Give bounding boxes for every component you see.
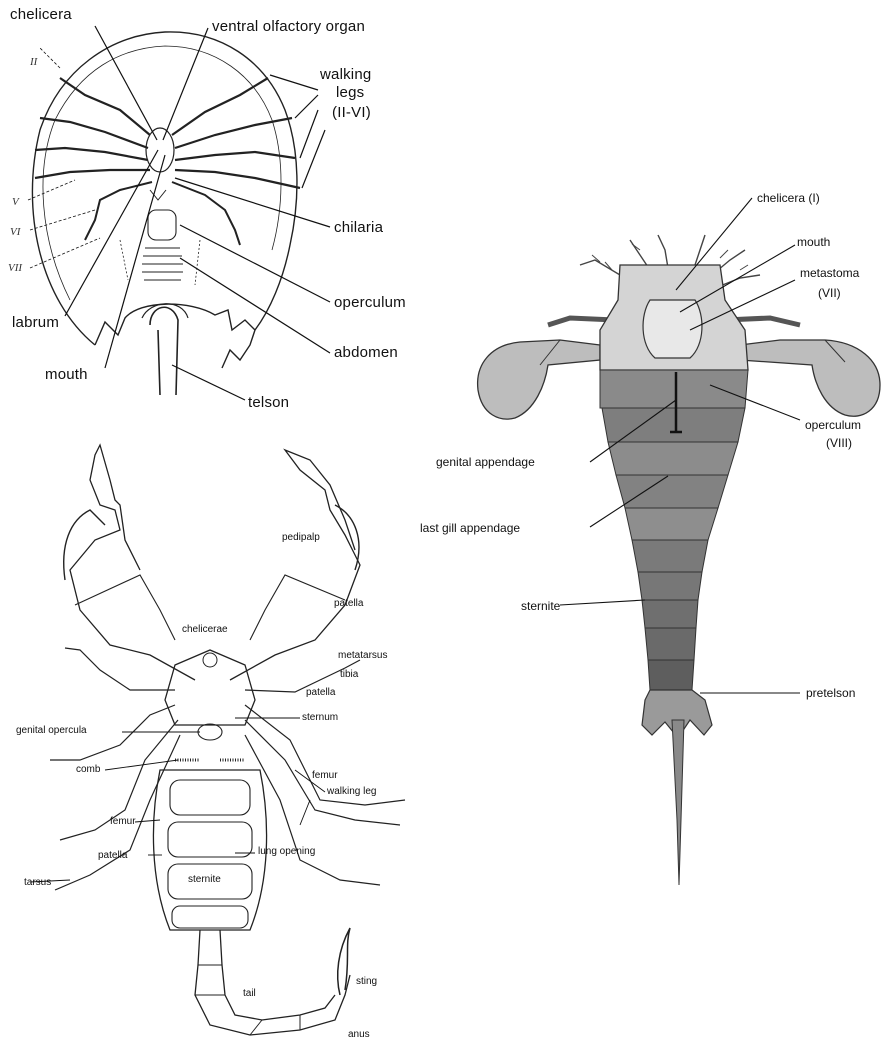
label-eury-chelicera: chelicera (I) (757, 191, 820, 205)
eurypterid-segment-3 (608, 442, 738, 475)
label-walking: walking (320, 66, 371, 83)
label-labrum: labrum (12, 314, 59, 331)
limulus-drawing (32, 32, 300, 395)
label-ventral-olfactory-organ: ventral olfactory organ (212, 18, 365, 35)
limulus-leg-left-5 (85, 182, 152, 240)
eurypterid-paddle-left (478, 340, 600, 419)
label-metastoma-num: (VII) (818, 286, 841, 300)
label-eury-operculum: operculum (805, 418, 861, 432)
limulus-leg-left-4 (35, 170, 150, 178)
label-pretelson: pretelson (806, 686, 855, 700)
limulus-abdomen-plates (142, 248, 183, 280)
label-femur-right: femur (312, 770, 338, 781)
scorpion-pedipalp-right (230, 450, 360, 680)
label-eury-sternite: sternite (521, 599, 560, 613)
label-genital-appendage: genital appendage (436, 455, 535, 469)
label-genital-opercula: genital opercula (16, 725, 87, 736)
label-chelicerae: chelicerae (182, 624, 228, 635)
label-operculum-num: (VIII) (826, 436, 852, 450)
scorpion-drawing (50, 445, 405, 1035)
limulus-leg-left-3 (35, 148, 148, 160)
label-sternum: sternum (302, 712, 338, 723)
label-abdomen: abdomen (334, 344, 398, 361)
limulus-carapace (32, 32, 297, 345)
label-patella-upper: patella (334, 598, 363, 609)
label-pedipalp: pedipalp (282, 532, 320, 543)
roman-ii: II (30, 56, 37, 68)
label-patella-left: patella (98, 850, 127, 861)
label-metastoma: metastoma (800, 266, 859, 280)
eurypterid-segment-4 (616, 475, 728, 508)
label-eury-mouth: mouth (797, 235, 830, 249)
limulus-mouth-area (146, 128, 174, 172)
label-scorpion-sternite: sternite (188, 874, 221, 885)
eurypterid-telson (672, 720, 684, 885)
roman-vii: VII (8, 262, 22, 274)
label-patella-mid: patella (306, 687, 335, 698)
label-femur-left: femur (110, 816, 136, 827)
label-chilaria: chilaria (334, 219, 383, 236)
eurypterid-drawing (478, 235, 880, 885)
eurypterid-segment-1 (600, 370, 748, 408)
label-last-gill-appendage: last gill appendage (420, 521, 520, 535)
label-limulus-operculum: operculum (334, 294, 406, 311)
label-metatarsus: metatarsus (338, 650, 387, 661)
label-sting: sting (356, 976, 377, 987)
label-limulus-mouth: mouth (45, 366, 88, 383)
eurypterid-segment-10 (648, 660, 694, 690)
eurypterid-segment-7 (638, 572, 702, 600)
eurypterid-segment-5 (625, 508, 718, 540)
scorpion-pedipalp-left (70, 445, 195, 680)
scorpion-leg-left-4 (55, 735, 180, 890)
eurypterid-segment-6 (632, 540, 708, 572)
roman-v: V (12, 196, 19, 208)
eurypterid-segment-9 (645, 628, 696, 660)
scorpion-cephalothorax (165, 650, 255, 725)
limulus-leg-left-1 (60, 78, 150, 135)
roman-vi: VI (10, 226, 20, 238)
eurypterid-segment-8 (642, 600, 698, 628)
scorpion-leg-left-1 (65, 648, 175, 690)
limulus-leg-left-2 (40, 118, 148, 148)
label-lung-opening: lung opening (258, 846, 315, 857)
limulus-leg-right-2 (175, 118, 292, 148)
label-telson: telson (248, 394, 289, 411)
label-comb: comb (76, 764, 100, 775)
label-tail: tail (243, 988, 256, 999)
scorpion-tail (195, 930, 350, 1035)
label-tibia: tibia (340, 669, 358, 680)
limulus-leg-right-3 (175, 152, 295, 160)
label-legs-range: (II-VI) (332, 104, 371, 121)
label-limulus-chelicera: chelicera (10, 6, 72, 23)
limulus-carapace-inner (43, 46, 281, 300)
label-legs: legs (336, 84, 364, 101)
limulus-telson (150, 307, 178, 395)
eurypterid-segment-2 (602, 408, 745, 442)
limulus-leaders (28, 26, 330, 400)
limulus-leg-right-5 (172, 182, 240, 245)
label-tarsus: tarsus (24, 877, 51, 888)
label-anus: anus (348, 1029, 370, 1040)
label-walking-leg: walking leg (327, 786, 376, 797)
limulus-operculum (148, 210, 176, 240)
